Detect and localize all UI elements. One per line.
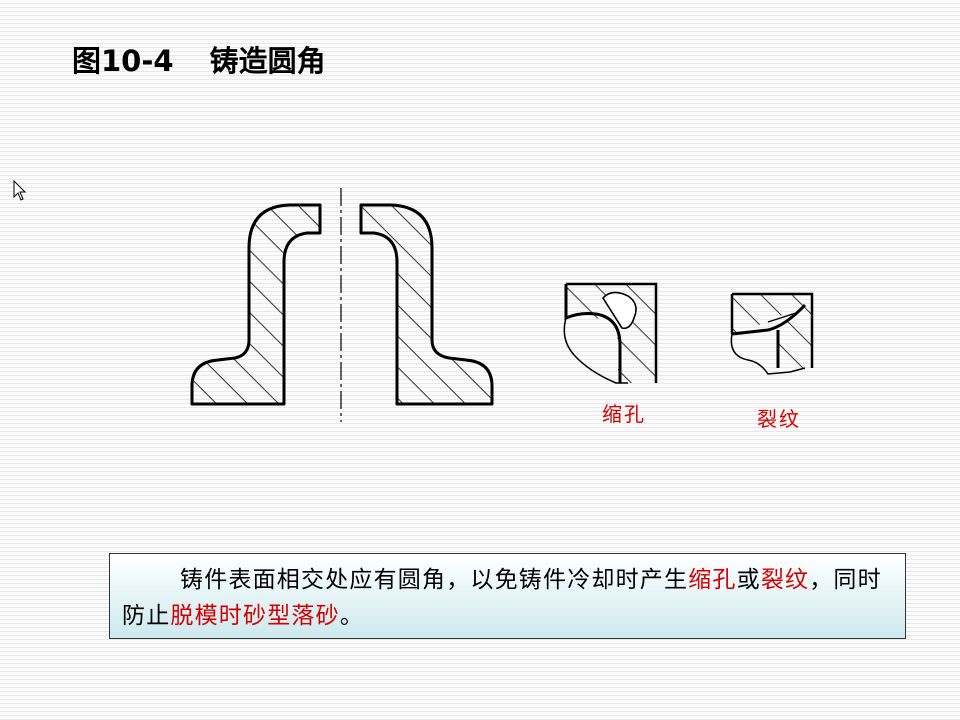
note-crack: 裂纹 bbox=[760, 567, 810, 593]
right-wall-section bbox=[359, 203, 494, 406]
main-section-view bbox=[190, 188, 494, 422]
note-text-1: 铸件表面相交处应有圆角，以免铸件冷却时产生 bbox=[180, 567, 689, 593]
shrink-hole-view bbox=[563, 282, 658, 384]
figure-title: 铸造圆角 bbox=[209, 44, 326, 78]
slide-title: 图10-4 铸造圆角 bbox=[72, 38, 326, 80]
crack-line bbox=[767, 311, 800, 323]
shrink-hole-void bbox=[601, 291, 637, 330]
label-crack: 裂纹 bbox=[757, 407, 801, 431]
mouse-pointer-icon bbox=[13, 180, 27, 201]
note-shrink-hole: 缩孔 bbox=[688, 567, 737, 593]
explanation-box: 铸件表面相交处应有圆角，以免铸件冷却时产生缩孔或裂纹，同时防止脱模时砂型落砂。 bbox=[109, 553, 906, 639]
crack-view bbox=[730, 292, 814, 375]
left-wall-section bbox=[190, 203, 322, 406]
note-sand-drop: 脱模时砂型落砂 bbox=[170, 603, 340, 629]
note-period: 。 bbox=[339, 603, 365, 629]
figure-number: 图10-4 bbox=[72, 44, 174, 78]
note-text-or: 或 bbox=[736, 567, 761, 593]
label-shrink-hole: 缩孔 bbox=[602, 402, 646, 426]
note-text-2: ，同时防止 bbox=[122, 567, 882, 629]
